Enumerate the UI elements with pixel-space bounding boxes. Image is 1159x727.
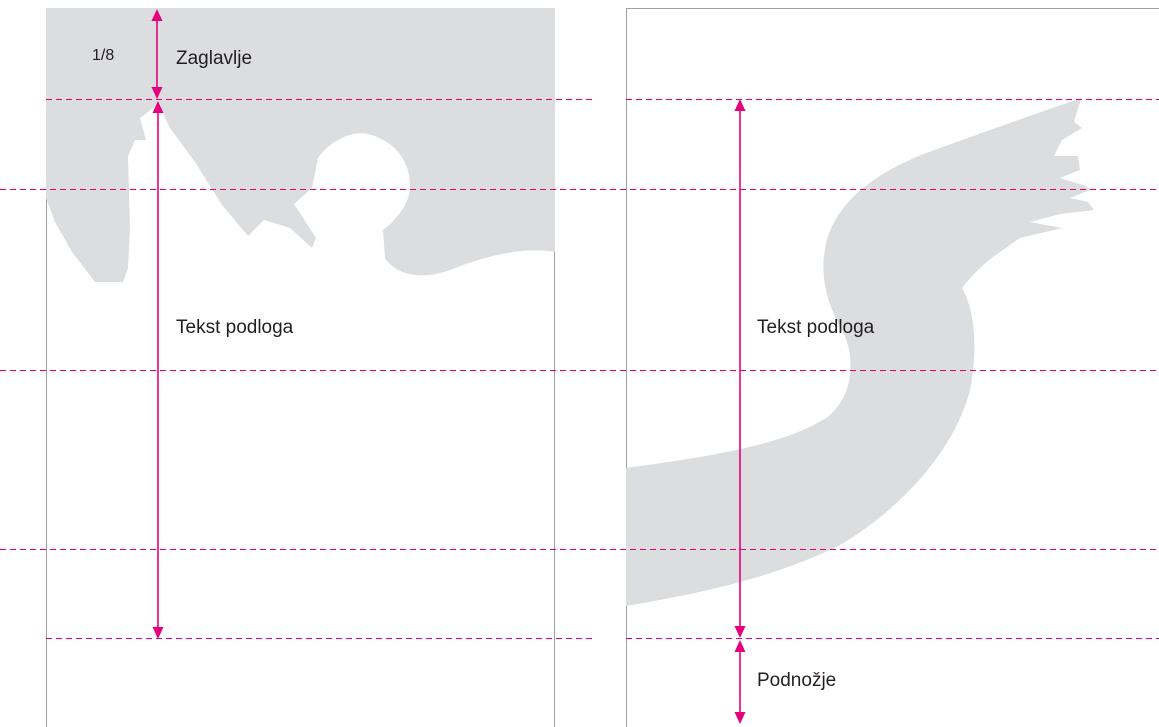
- body-label-right: Tekst podloga: [757, 318, 874, 337]
- body-label-left: Tekst podloga: [176, 318, 293, 337]
- left-page: [46, 8, 555, 727]
- header-label: Zaglavlje: [176, 49, 252, 68]
- fraction-label: 1/8: [92, 48, 114, 64]
- right-page: [626, 9, 1159, 727]
- footer-label: Podnožje: [757, 671, 836, 690]
